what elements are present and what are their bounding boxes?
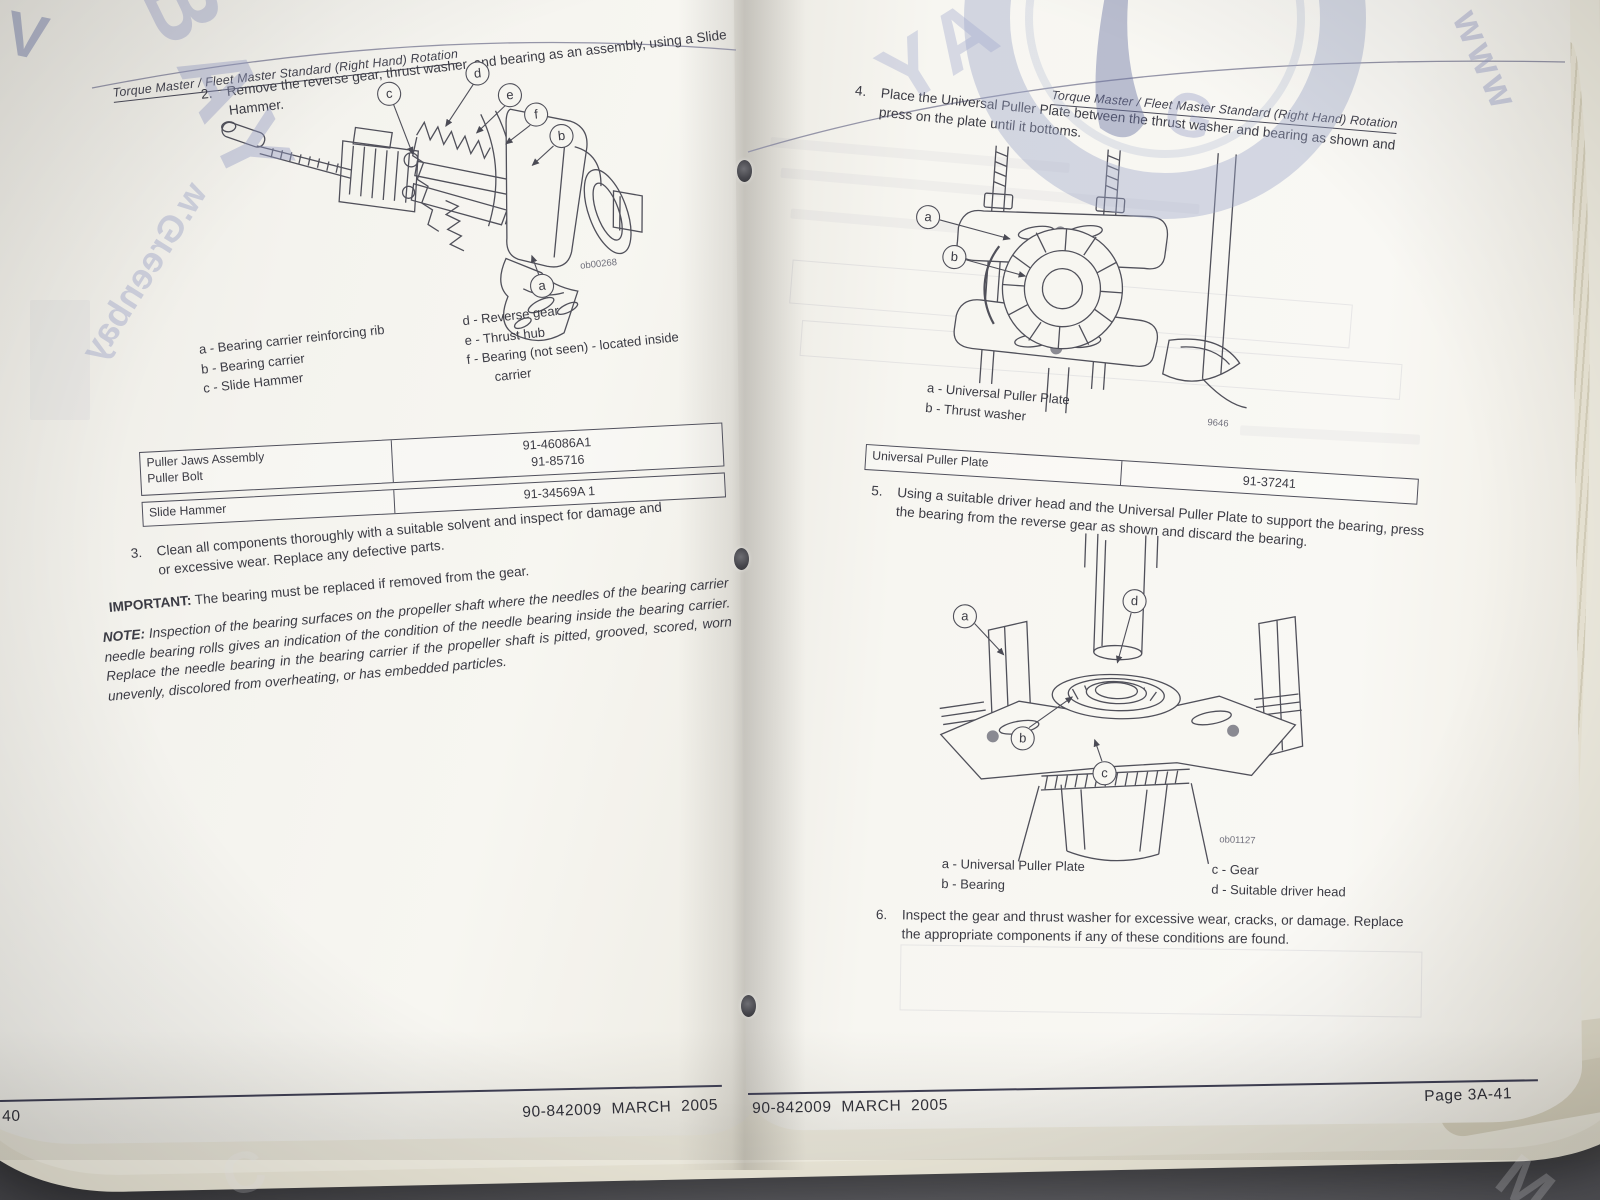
figure-puller-plate-install: a b 9646 — [896, 132, 1265, 430]
figure1-callouts: c d e f b a — [375, 53, 589, 313]
svg-text:f: f — [533, 106, 539, 121]
svg-text:a: a — [538, 277, 548, 293]
callout-d: d — [465, 61, 490, 86]
right-footer-doc-number: 90-842009 MARCH 2005 — [752, 1096, 949, 1117]
figure-reverse-gear-removal: c d e f b a ob00268 — [215, 45, 690, 351]
step-4-number: 4. — [854, 82, 868, 100]
gear-and-washer-drawing — [976, 223, 1126, 416]
right-footer-page-number: Page 3A-41 — [1424, 1085, 1513, 1105]
svg-text:b: b — [557, 128, 566, 144]
callout-b: b — [942, 245, 967, 270]
svg-text:d: d — [1131, 593, 1139, 608]
thrust-hub-carrier-drawing — [493, 96, 649, 271]
svg-text:b: b — [950, 249, 958, 264]
callout-f: f — [523, 102, 548, 127]
left-footer-page-number: 40 — [2, 1107, 21, 1125]
svg-text:d: d — [473, 65, 482, 81]
callout-d: d — [1123, 589, 1147, 613]
figure3-code: ob01127 — [1219, 834, 1256, 846]
figure2-callouts: a b — [913, 205, 1027, 278]
binder-hole — [737, 160, 752, 182]
note-label: NOTE: — [102, 626, 146, 645]
slide-hammer-drawing — [219, 91, 520, 275]
gear-cylinder-drawing — [1018, 777, 1211, 868]
figure3-callouts: a d b c — [948, 583, 1147, 786]
binder-hole — [734, 548, 749, 570]
callout-c: c — [1093, 761, 1117, 785]
callout-a: a — [916, 205, 941, 230]
binder-hole — [741, 995, 756, 1017]
bearing-carrier-housing-drawing — [498, 251, 583, 344]
bearing-drawing — [1052, 672, 1181, 720]
driver-head-drawing — [1082, 533, 1158, 660]
step-3-number: 3. — [130, 545, 143, 561]
step-6-text: Inspect the gear and thrust washer for e… — [901, 907, 1404, 947]
svg-text:b: b — [1019, 730, 1027, 745]
figure3-legend-left: a - Universal Puller Plate b - Bearing — [941, 855, 1085, 892]
svg-text:a: a — [924, 209, 933, 225]
step-6-number: 6. — [875, 906, 888, 923]
svg-text:c: c — [385, 85, 394, 101]
svg-text:c: c — [1101, 765, 1109, 780]
callout-b: b — [1011, 726, 1035, 750]
svg-text:a: a — [961, 608, 970, 623]
figure2-code: 9646 — [1207, 417, 1229, 429]
callout-c: c — [377, 81, 402, 106]
page-edge-curves — [91, 41, 1566, 153]
callout-a: a — [529, 273, 554, 298]
callout-e: e — [497, 83, 522, 108]
figure3-legend-right: c - Gear d - Suitable driver head — [1211, 861, 1346, 899]
step-5-number: 5. — [870, 482, 884, 499]
figure1-code: ob00268 — [580, 257, 618, 272]
figure-bearing-press: a d b c ob01127 — [918, 528, 1319, 876]
svg-text:e: e — [506, 87, 515, 103]
press-frame-drawing — [1161, 150, 1264, 407]
callout-b: b — [549, 123, 574, 148]
callout-a: a — [953, 604, 977, 628]
